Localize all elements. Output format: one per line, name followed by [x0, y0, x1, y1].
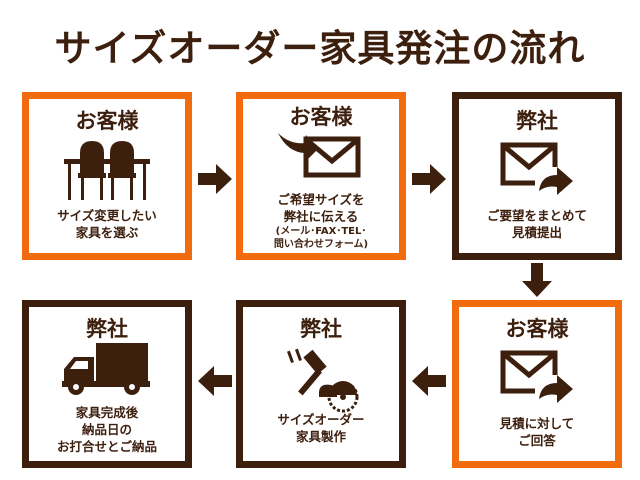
step-text-line: 家具完成後 [75, 405, 139, 420]
chairs-icon [29, 137, 185, 207]
step-text-line: 納品日の [81, 422, 132, 437]
mail-forward-icon [459, 345, 615, 415]
arrow-left-icon [198, 366, 232, 396]
step-text-line: ご回答 [518, 433, 556, 448]
arrow-right-icon [198, 164, 232, 194]
step-text-line: 家具を選ぶ [75, 225, 139, 240]
step-3-box: 弊社 ご要望をまとめて 見積提出 [452, 92, 622, 260]
mail-forward-icon [459, 137, 615, 207]
step-text-line: 家具製作 [295, 429, 346, 444]
step-5-box: 弊社 サイズオーダー 家具製作 [236, 300, 406, 468]
actor-label: お客様 [289, 105, 353, 129]
step-1-box: お客様 サイズ変更したい 家具を選ぶ [22, 92, 192, 260]
step-note: (メール･FAX･TEL･ [275, 226, 367, 237]
arrow-right-icon [412, 164, 446, 194]
step-text-line: 見積に対して [499, 416, 575, 431]
arrow-down-icon [522, 263, 552, 297]
truck-icon [29, 341, 185, 411]
step-2-box: お客様 ご希望サイズを 弊社に伝える (メール･FAX･TEL･ 問い合わせフォ… [236, 92, 406, 260]
arrow-left-icon [412, 366, 446, 396]
actor-label: 弊社 [300, 317, 342, 341]
step-text-line: お打合せとご納品 [56, 439, 157, 454]
actor-label: お客様 [505, 317, 569, 341]
step-text-line: ご希望サイズを [277, 192, 365, 207]
tools-icon [243, 341, 399, 413]
step-text-line: 見積提出 [511, 225, 562, 240]
step-4-box: お客様 見積に対して ご回答 [452, 300, 622, 468]
step-text-line: ご要望をまとめて [486, 208, 587, 223]
step-note: 問い合わせフォーム) [273, 239, 369, 250]
page-title: サイズオーダー家具発注の流れ [54, 27, 586, 70]
actor-label: 弊社 [86, 317, 128, 341]
step-text-line: サイズ変更したい [57, 208, 157, 223]
actor-label: お客様 [75, 109, 139, 133]
actor-label: 弊社 [516, 109, 558, 133]
step-6-box: 弊社 家具完成後 納品日の お打合せとご納品 [22, 300, 192, 468]
step-text-line: 弊社に伝える [283, 209, 359, 224]
step-text-line: サイズオーダー [277, 412, 365, 427]
send-mail-icon [243, 129, 399, 199]
